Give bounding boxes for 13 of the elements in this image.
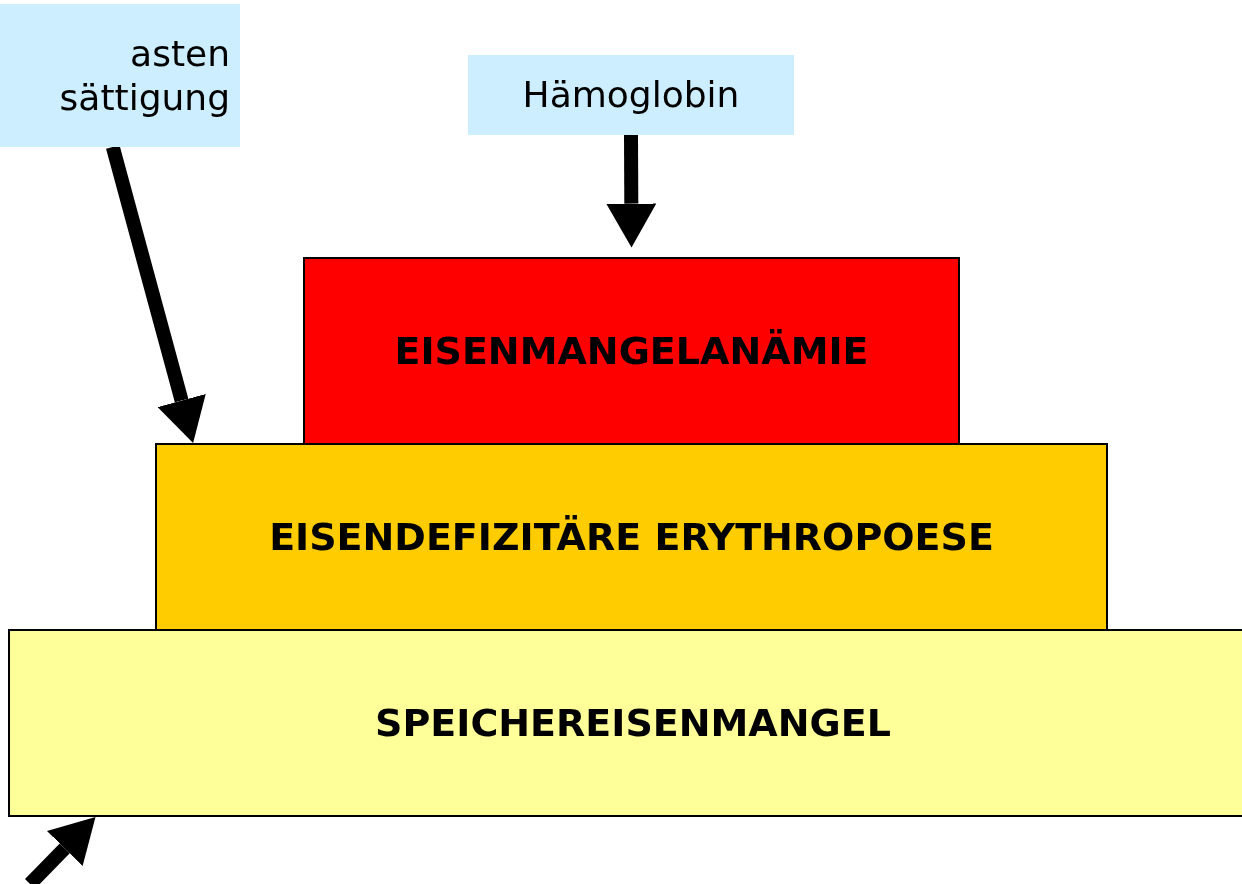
arrow [606,134,657,248]
pyramid-tier [303,257,960,445]
pyramid-tier [155,443,1108,631]
label-box [0,4,240,147]
tier-label: EISENDEFIZITÄRE ERYTHROPOESE [269,515,994,559]
marker-label: Hämoglobin [522,73,740,117]
label-box [468,55,794,135]
tier-label: EISENMANGELANÄMIE [394,329,869,373]
tier-label: SPEICHEREISENMANGEL [375,701,891,745]
arrow [25,817,96,884]
marker-label: asten sättigung [58,32,230,119]
arrow [106,145,206,443]
pyramid-tier [8,629,1242,817]
